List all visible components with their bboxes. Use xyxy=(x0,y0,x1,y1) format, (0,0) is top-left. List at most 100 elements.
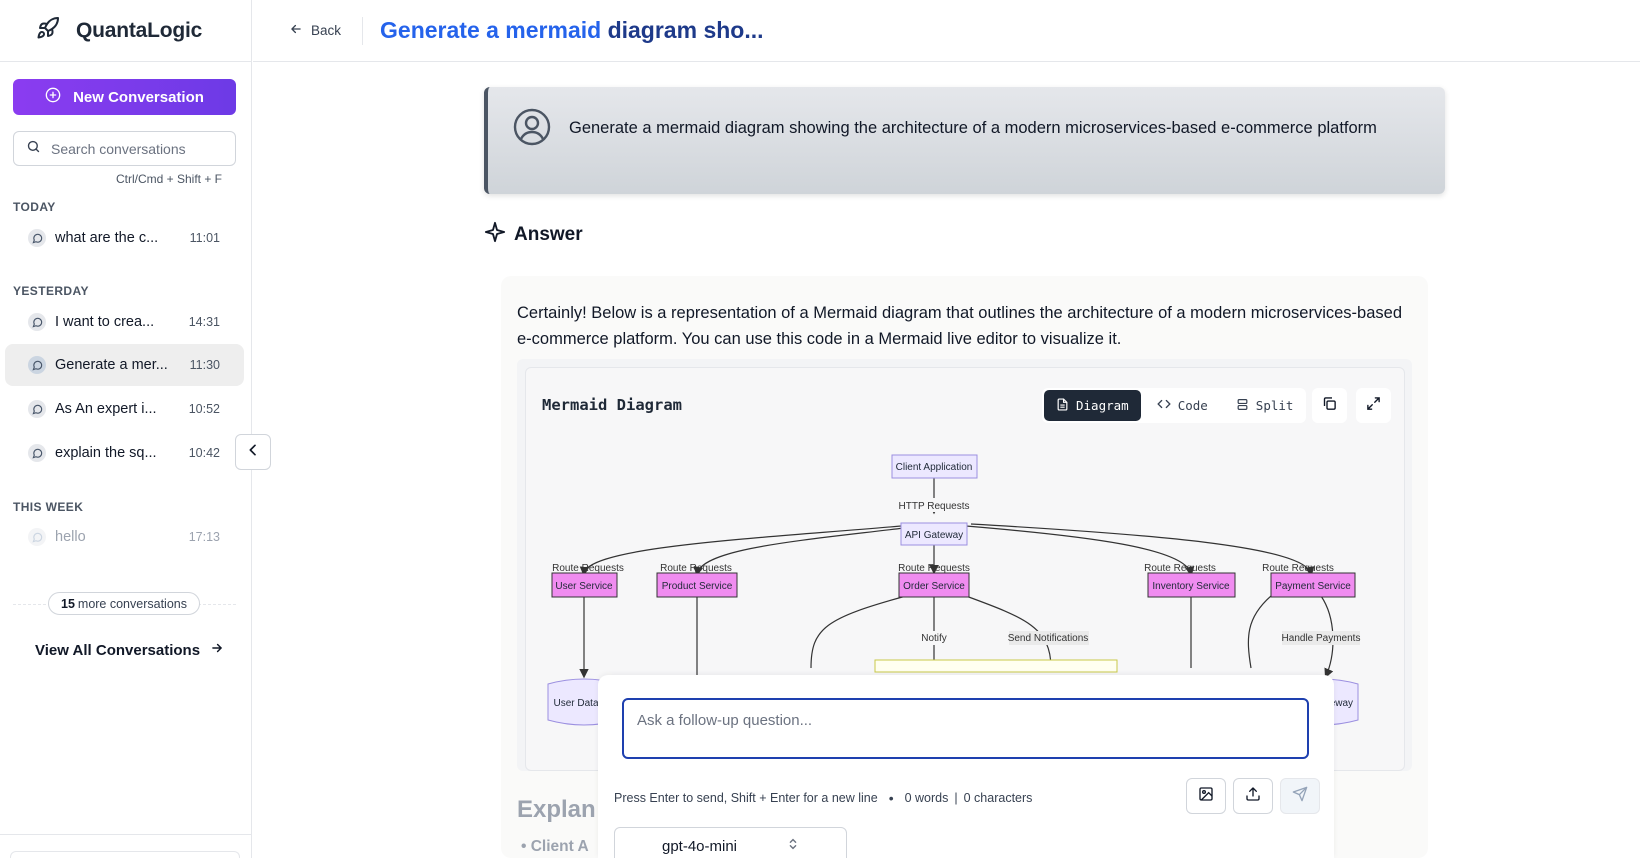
chat-bubble-icon xyxy=(28,528,46,546)
expand-icon xyxy=(1366,396,1381,416)
composer-hint: Press Enter to send, Shift + Enter for a… xyxy=(614,790,1032,806)
chat-bubble-icon xyxy=(28,400,46,418)
back-button[interactable]: Back xyxy=(289,22,341,39)
node-client-application xyxy=(891,454,978,479)
follow-up-composer: Press Enter to send, Shift + Enter for a… xyxy=(598,675,1334,858)
edge-label-bg xyxy=(899,498,969,512)
conversation-title: what are the c... xyxy=(55,230,159,246)
explanation-bullet-text: Client A xyxy=(530,838,589,855)
conversation-title: I want to crea... xyxy=(55,314,155,330)
fullscreen-button[interactable] xyxy=(1356,388,1391,423)
node-user-service xyxy=(551,572,618,598)
follow-up-input[interactable] xyxy=(622,698,1309,759)
new-conversation-button[interactable]: New Conversation xyxy=(13,79,236,115)
edge-label-route: Route Requests xyxy=(1262,563,1334,574)
word-count: 0 words xyxy=(904,791,949,805)
view-all-conversations-link[interactable]: View All Conversations xyxy=(35,641,224,659)
conversation-item[interactable]: hello 17:13 xyxy=(5,516,244,558)
view-diagram-button[interactable]: Diagram xyxy=(1044,390,1141,421)
sparkle-icon xyxy=(484,221,506,249)
diagram-edge-labels: HTTP Requests Route Requests Route Reque… xyxy=(552,498,1360,645)
edge-label-bg xyxy=(1282,631,1360,645)
node-label: Client Application xyxy=(896,462,973,473)
edge-label-bg xyxy=(1009,631,1089,645)
top-header: Back Generate a mermaid diagram sho... xyxy=(253,0,1640,62)
collapse-sidebar-button[interactable] xyxy=(235,434,271,470)
edge-label-notify: Notify xyxy=(921,633,947,644)
conversation-title: Generate a mer... xyxy=(55,357,168,373)
sidebar: QuantaLogic New Conversation Ctrl/Cmd + … xyxy=(0,0,252,858)
copy-icon xyxy=(1322,396,1337,416)
search-shortcut-hint: Ctrl/Cmd + Shift + F xyxy=(115,172,222,186)
view-split-label: Split xyxy=(1255,398,1294,413)
page-title: Generate a mermaid diagram sho... xyxy=(380,17,764,44)
section-label-yesterday: YESTERDAY xyxy=(13,284,89,298)
conversation-title: explain the sq... xyxy=(55,445,157,461)
user-avatar-icon xyxy=(513,108,551,151)
node-label: Inventory Service xyxy=(1152,581,1230,592)
edge-label-route: Route Requests xyxy=(660,563,732,574)
edge-label-route: Route Requests xyxy=(1144,563,1216,574)
view-all-label: View All Conversations xyxy=(35,641,201,659)
conversation-time: 14:31 xyxy=(188,315,220,329)
conversation-item[interactable]: As An expert i... 10:52 xyxy=(5,388,244,430)
view-diagram-label: Diagram xyxy=(1076,398,1129,413)
conversation-title: hello xyxy=(55,529,86,545)
conversation-item[interactable]: explain the sq... 10:42 xyxy=(5,432,244,474)
upload-file-button[interactable] xyxy=(1233,778,1273,814)
node-label: User Data xyxy=(553,698,598,709)
chevron-left-icon xyxy=(245,442,261,463)
model-select-value: gpt-4o-mini xyxy=(661,837,738,855)
copy-button[interactable] xyxy=(1312,388,1347,423)
node-api-gateway xyxy=(900,522,968,546)
search-box xyxy=(13,131,236,166)
conversation-time: 11:01 xyxy=(189,231,220,245)
brand[interactable]: QuantaLogic xyxy=(0,0,251,62)
send-hint: Press Enter to send, Shift + Enter for a… xyxy=(614,791,878,805)
node-label: teway xyxy=(1327,698,1353,709)
char-count: 0 characters xyxy=(963,791,1033,805)
back-label: Back xyxy=(311,23,342,38)
node-label: User Service xyxy=(555,581,613,592)
chat-bubble-icon xyxy=(28,229,46,247)
edge-label-route: Route Requests xyxy=(898,563,970,574)
explanation-heading: Explan xyxy=(517,796,596,823)
conversation-time: 10:52 xyxy=(188,402,220,416)
edge-label-bg xyxy=(916,631,952,645)
arrow-left-icon xyxy=(289,22,303,39)
separator-pipe: | xyxy=(954,791,958,805)
sidebar-footer-panel xyxy=(10,851,240,858)
more-count: 15 xyxy=(61,596,75,611)
separator-dot: • xyxy=(888,790,894,806)
edge-label-send-notifications: Send Notifications xyxy=(1008,633,1089,644)
document-icon xyxy=(1056,397,1069,414)
sidebar-footer-divider xyxy=(0,834,252,835)
conversation-item-active[interactable]: Generate a mer... 11:30 xyxy=(5,344,244,386)
conversation-item[interactable]: I want to crea... 14:31 xyxy=(5,301,244,343)
edge-label-route: Route Requests xyxy=(552,563,624,574)
conversation-time: 17:13 xyxy=(188,530,220,544)
node-label: Order Service xyxy=(903,581,965,592)
user-prompt-text: Generate a mermaid diagram showing the a… xyxy=(569,119,1377,137)
edge-label-http: HTTP Requests xyxy=(899,501,970,512)
view-split-button[interactable]: Split xyxy=(1224,390,1306,421)
chat-bubble-icon xyxy=(28,444,46,462)
view-code-button[interactable]: Code xyxy=(1145,390,1220,421)
model-select[interactable]: gpt-4o-mini xyxy=(614,827,847,858)
answer-heading-label: Answer xyxy=(514,224,583,245)
split-icon xyxy=(1236,398,1249,414)
new-conversation-label: New Conversation xyxy=(73,88,204,106)
node-order-service xyxy=(898,572,970,598)
chat-bubble-icon xyxy=(28,313,46,331)
node-inventory-service xyxy=(1147,572,1236,598)
code-icon xyxy=(1156,397,1171,414)
conversation-item[interactable]: what are the c... 11:01 xyxy=(5,217,244,259)
attach-image-button[interactable] xyxy=(1186,778,1226,814)
page-title-rest: diagram sho... xyxy=(601,17,764,43)
conversation-time: 10:42 xyxy=(188,446,220,460)
explanation-bullet: • Client A xyxy=(521,838,589,855)
send-button[interactable] xyxy=(1280,778,1320,814)
search-input[interactable] xyxy=(51,140,221,157)
